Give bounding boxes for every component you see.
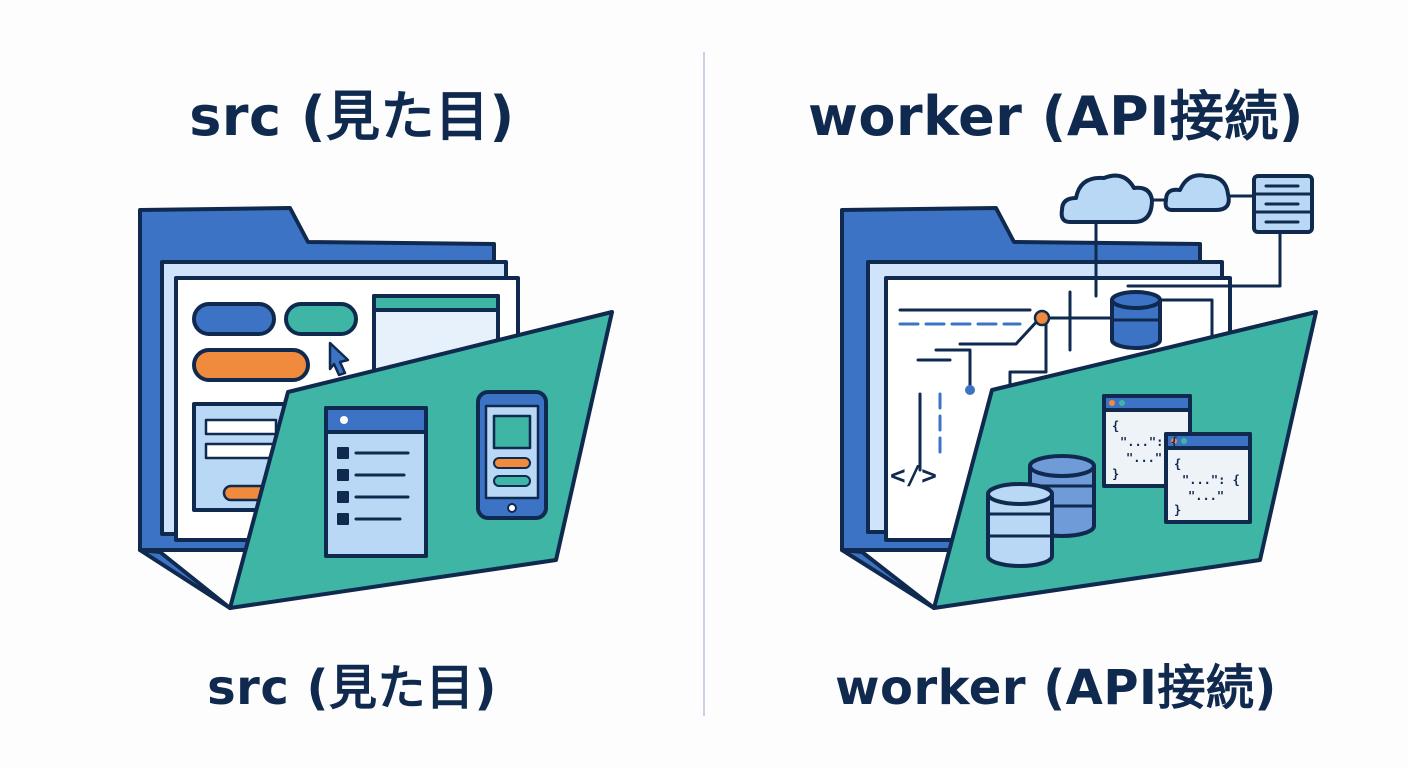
database-icon: [986, 482, 1054, 568]
json-line: "...": {: [1120, 435, 1178, 449]
network-node: [1033, 309, 1051, 327]
cloud-icon: [1059, 173, 1154, 224]
json-line: "...": [1126, 451, 1162, 465]
json-line: "...": {: [1182, 473, 1240, 487]
center-divider: [703, 52, 705, 716]
src-caption: src (見た目): [207, 660, 497, 716]
mouse-cursor-icon: [328, 341, 350, 377]
worker-caption: worker (API接続): [835, 660, 1277, 716]
json-line: }: [1174, 503, 1181, 517]
src-title: src (見た目): [189, 85, 515, 148]
folder-hinge: [840, 548, 936, 610]
worker-title: worker (API接続): [808, 85, 1304, 148]
list-bullet: [337, 491, 349, 503]
orange-pill-button-shape: [192, 348, 310, 382]
form-field-shape: [204, 418, 278, 436]
json-line: {: [1112, 419, 1119, 433]
cloud-icon: [1163, 173, 1231, 212]
side-panel-header: [372, 294, 500, 312]
json-line: "...": [1188, 489, 1224, 503]
server-icon: [1252, 174, 1314, 234]
blue-pill-button-shape: [192, 302, 276, 336]
code-tag-label: </>: [890, 461, 937, 491]
json-line: }: [1112, 467, 1119, 481]
folder-hinge: [138, 548, 232, 610]
json-line: {: [1174, 457, 1181, 471]
teal-pill-button-shape: [284, 302, 358, 336]
list-bullet: [337, 469, 349, 481]
json-window-icon: [1164, 432, 1252, 524]
list-bullet: [337, 513, 349, 525]
database-icon: [1110, 290, 1162, 350]
folder-ui-components-icon: [138, 206, 614, 610]
network-node: [965, 385, 975, 395]
list-bullet: [337, 447, 349, 459]
